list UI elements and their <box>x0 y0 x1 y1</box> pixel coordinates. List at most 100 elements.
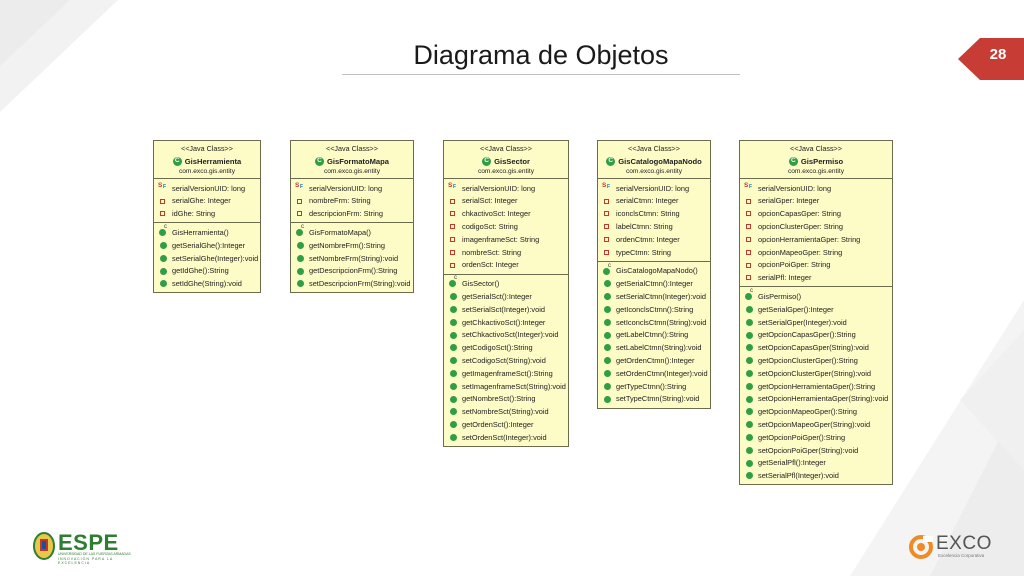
attribute-row-text: serialVersionUID: long <box>309 183 383 193</box>
attribute-row: imagenframeSct: String <box>444 233 568 246</box>
method-row: setOpcionClusterGper(String):void <box>740 367 892 380</box>
static-final-icon: S <box>158 182 169 193</box>
class-icon: C <box>606 156 616 166</box>
attribute-row-text: ordenSct: Integer <box>462 260 519 270</box>
method-row-text: getIdGhe():String <box>172 266 229 276</box>
public-method-icon <box>448 369 459 378</box>
attribute-row-text: chkactivoSct: Integer <box>462 209 531 219</box>
method-row-text: getTypeCtmn():String <box>616 381 687 391</box>
attribute-row: typeCtmn: String <box>598 246 710 259</box>
class-name-text: GisSector <box>494 156 530 166</box>
public-method-icon <box>602 369 613 378</box>
package-label: com.exco.gis.entity <box>787 167 845 175</box>
public-method-icon <box>448 356 459 365</box>
static-final-icon: S <box>448 182 459 193</box>
private-field-icon <box>448 209 459 218</box>
private-field-icon <box>602 197 613 206</box>
attribute-row: opcionMapeoGper: String <box>740 246 892 259</box>
method-row-text: setCodigoSct(String):void <box>462 356 546 366</box>
attribute-row: iconclsCtmn: String <box>598 208 710 221</box>
attribute-row-text: typeCtmn: String <box>616 247 672 257</box>
page-title: Diagrama de Objetos <box>413 40 669 70</box>
method-row-text: GisPermiso() <box>758 292 802 302</box>
method-row: GisSector() <box>444 275 568 291</box>
attribute-row: SserialVersionUID: long <box>598 182 710 195</box>
constructor-icon <box>158 224 169 237</box>
constructor-icon <box>744 288 755 301</box>
method-row-text: getSerialGhe():Integer <box>172 240 246 250</box>
private-field-icon <box>295 197 306 206</box>
method-row-text: getOrdenCtmn():Integer <box>616 356 695 366</box>
public-method-icon <box>744 369 755 378</box>
public-method-icon <box>158 241 169 250</box>
static-final-icon: S <box>744 182 755 193</box>
method-row: getOpcionPoiGper():String <box>740 431 892 444</box>
public-method-icon <box>448 433 459 442</box>
title-divider <box>342 74 740 75</box>
method-row: GisCatalogoMapaNodo() <box>598 263 710 278</box>
method-row: setOpcionHerramientaGper(String):void <box>740 393 892 406</box>
attribute-row-text: codigoSct: String <box>462 222 518 232</box>
attribute-row-text: serialVersionUID: long <box>758 183 832 193</box>
method-row-text: setOpcionHerramientaGper(String):void <box>758 394 889 404</box>
package-label: com.exco.gis.entity <box>323 167 381 175</box>
method-row-text: getNombreFrm():String <box>309 240 385 250</box>
attribute-row: serialGhe: Integer <box>154 195 260 208</box>
method-row-text: getOrdenSct():Integer <box>462 420 534 430</box>
attribute-row: serialPfl: Integer <box>740 272 892 285</box>
methods-section: GisCatalogoMapaNodo()getSerialCtmn():Int… <box>598 262 710 408</box>
method-row-text: getCodigoSct():String <box>462 343 533 353</box>
attribute-row-text: opcionClusterGper: String <box>758 222 844 232</box>
method-row-text: getSerialGper():Integer <box>758 304 834 314</box>
method-row: setOpcionPoiGper(String):void <box>740 444 892 457</box>
public-method-icon <box>602 395 613 404</box>
attribute-row-text: opcionCapasGper: String <box>758 209 841 219</box>
class-name-text: GisCatalogoMapaNodo <box>618 156 702 166</box>
method-row-text: getOpcionMapeoGper():String <box>758 407 858 417</box>
method-row: setSerialPfl(Integer):void <box>740 470 892 483</box>
public-method-icon <box>602 343 613 352</box>
public-method-icon <box>602 356 613 365</box>
method-row: setSerialGhe(Integer):void <box>154 252 260 265</box>
method-row-text: getOpcionCapasGper():String <box>758 330 856 340</box>
private-field-icon <box>295 209 306 218</box>
attribute-row: codigoSct: String <box>444 220 568 233</box>
public-method-icon <box>744 395 755 404</box>
public-method-icon <box>744 318 755 327</box>
method-row: getDescripcionFrm():String <box>291 265 413 278</box>
constructor-icon <box>602 263 613 276</box>
private-field-icon <box>448 222 459 231</box>
package-label: com.exco.gis.entity <box>178 167 236 175</box>
method-row-text: setSerialSct(Integer):void <box>462 304 545 314</box>
public-method-icon <box>744 459 755 468</box>
espe-crest-icon <box>33 532 55 560</box>
attribute-row-text: idGhe: String <box>172 209 216 219</box>
method-row: getImagenframeSct():String <box>444 367 568 380</box>
public-method-icon <box>744 382 755 391</box>
method-row: setOpcionCapasGper(String):void <box>740 342 892 355</box>
attribute-row-text: serialCtmn: Integer <box>616 196 679 206</box>
attribute-row: opcionCapasGper: String <box>740 208 892 221</box>
class-icon: C <box>172 156 182 166</box>
private-field-icon <box>602 222 613 231</box>
public-method-icon <box>602 331 613 340</box>
exco-logo: EXCO Excelencia Corporativa <box>908 532 1000 562</box>
attribute-row: labelCtmn: String <box>598 220 710 233</box>
public-method-icon <box>448 305 459 314</box>
method-row-text: setIdGhe(String):void <box>172 279 242 289</box>
attribute-row-text: nombreFrm: String <box>309 196 371 206</box>
method-row-text: setSerialGhe(Integer):void <box>172 253 259 263</box>
attribute-row-text: labelCtmn: String <box>616 222 673 232</box>
method-row-text: setSerialGper(Integer):void <box>758 317 847 327</box>
method-row-text: getLabelCtmn():String <box>616 330 689 340</box>
method-row: setSerialCtmn(Integer):void <box>598 290 710 303</box>
attribute-row-text: serialGper: Integer <box>758 196 820 206</box>
method-row-text: getOpcionClusterGper():String <box>758 356 858 366</box>
attribute-row-text: nombreSct: String <box>462 247 522 257</box>
